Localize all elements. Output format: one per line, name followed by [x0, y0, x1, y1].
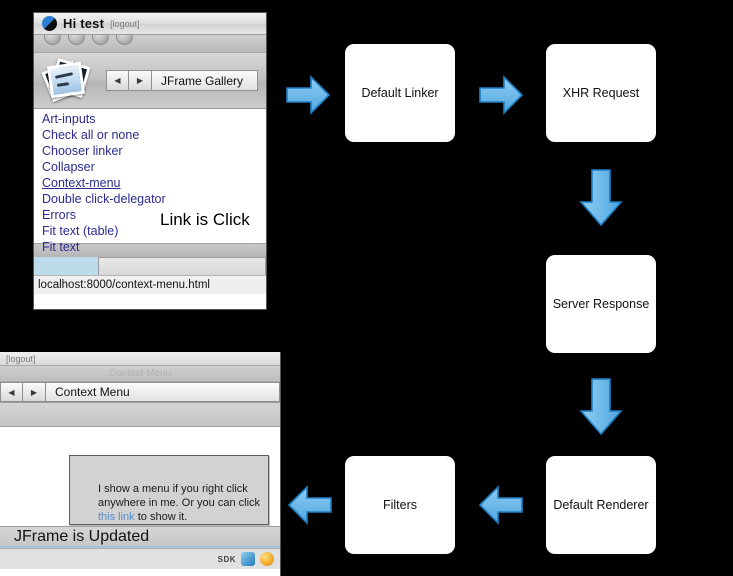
list-item[interactable]: Errors [42, 208, 77, 222]
arrow-server-to-renderer-icon [579, 378, 623, 436]
flow-node-default-linker[interactable]: Default Linker [345, 44, 455, 142]
photo-gallery-icon [41, 56, 94, 106]
demo-link-list: Art-inputs Check all or none Chooser lin… [34, 109, 266, 254]
context-menu-window[interactable]: [logout] Context Menu ◀ ▶ Context Menu I… [0, 352, 281, 576]
flow-node-label: Server Response [552, 297, 650, 311]
w2-toolbar-gap [0, 403, 280, 427]
jframe-updated-banner: JFrame is Updated [0, 526, 280, 548]
flow-node-server-response[interactable]: Server Response [546, 255, 656, 353]
breadcrumb[interactable]: Context Menu [46, 382, 280, 402]
context-menu-target-box[interactable]: I show a menu if you right click anywher… [69, 455, 269, 525]
context-box-link[interactable]: this link [98, 511, 135, 523]
triangle-right-icon[interactable]: ▶ [23, 382, 46, 402]
list-item-context-menu[interactable]: Context-menu [42, 176, 121, 190]
gallery-toolbar: ◀ ▶ JFrame Gallery [34, 53, 266, 109]
w2-breadcrumb-nav-group: ◀ ▶ Context Menu [0, 382, 280, 403]
panel-placeholder [98, 257, 266, 275]
flow-node-filters[interactable]: Filters [345, 456, 455, 554]
triangle-left-icon[interactable]: ◀ [106, 70, 129, 91]
orange-swirl-icon[interactable] [260, 552, 274, 566]
logout-link[interactable]: [logout] [110, 18, 140, 29]
selection-strip [34, 257, 266, 275]
list-item[interactable]: Collapser [42, 160, 95, 174]
flow-node-label: Default Linker [361, 86, 439, 100]
flow-node-label: Default Renderer [553, 498, 649, 512]
arrow-linker-to-xhr-icon [479, 75, 524, 115]
round-button-row [34, 28, 266, 53]
flow-node-label: XHR Request [562, 86, 640, 100]
w2-page-canvas: I show a menu if you right click anywher… [0, 427, 280, 569]
arrow-xhr-to-server-icon [579, 169, 623, 227]
flow-node-default-renderer[interactable]: Default Renderer [546, 456, 656, 554]
list-item[interactable]: Chooser linker [42, 144, 123, 158]
list-item[interactable]: Double click-delegator [42, 192, 166, 206]
app-topbar: Hi test [logout] [34, 13, 266, 35]
jframe-gallery-window[interactable]: Hi test [logout] ◀ ▶ JFrame Gallery [33, 12, 267, 310]
triangle-left-icon[interactable]: ◀ [0, 382, 23, 402]
jframe-updated-label: JFrame is Updated [14, 527, 150, 545]
arrow-into-default-linker-icon [286, 75, 331, 115]
context-box-text-after: to show it. [134, 511, 188, 523]
arrow-renderer-to-filters-icon [478, 485, 523, 525]
flow-node-label: Filters [382, 498, 418, 512]
sdk-label: SDK [217, 554, 236, 564]
half-circle-logo-icon [42, 16, 57, 31]
link-clicked-message: Link is Click [160, 210, 250, 229]
breadcrumb-nav-group: ◀ ▶ JFrame Gallery [106, 70, 258, 91]
w2-app-topbar: [logout] [0, 352, 280, 366]
status-bar: localhost:8000/context-menu.html [34, 275, 266, 294]
list-item[interactable]: Check all or none [42, 128, 140, 142]
status-url-label: localhost:8000/context-menu.html [38, 279, 210, 291]
blue-app-icon[interactable] [241, 552, 255, 566]
arrow-out-of-filters-icon [287, 485, 332, 525]
w2-faded-title-label: Context Menu [108, 368, 172, 379]
greeting-label: Hi test [63, 16, 105, 31]
logout-link[interactable]: [logout] [6, 353, 36, 364]
list-item[interactable]: Fit text [42, 240, 80, 254]
list-item[interactable]: Fit text (table) [42, 224, 119, 238]
w2-faded-title: Context Menu [0, 366, 280, 382]
breadcrumb[interactable]: JFrame Gallery [152, 70, 258, 91]
context-box-text-before: I show a menu if you right click anywher… [98, 483, 261, 509]
toolbar-divider-strip [34, 243, 266, 257]
triangle-right-icon[interactable]: ▶ [129, 70, 152, 91]
w2-status-footer: SDK [0, 548, 280, 569]
list-item[interactable]: Art-inputs [42, 112, 96, 126]
flow-node-xhr-request[interactable]: XHR Request [546, 44, 656, 142]
